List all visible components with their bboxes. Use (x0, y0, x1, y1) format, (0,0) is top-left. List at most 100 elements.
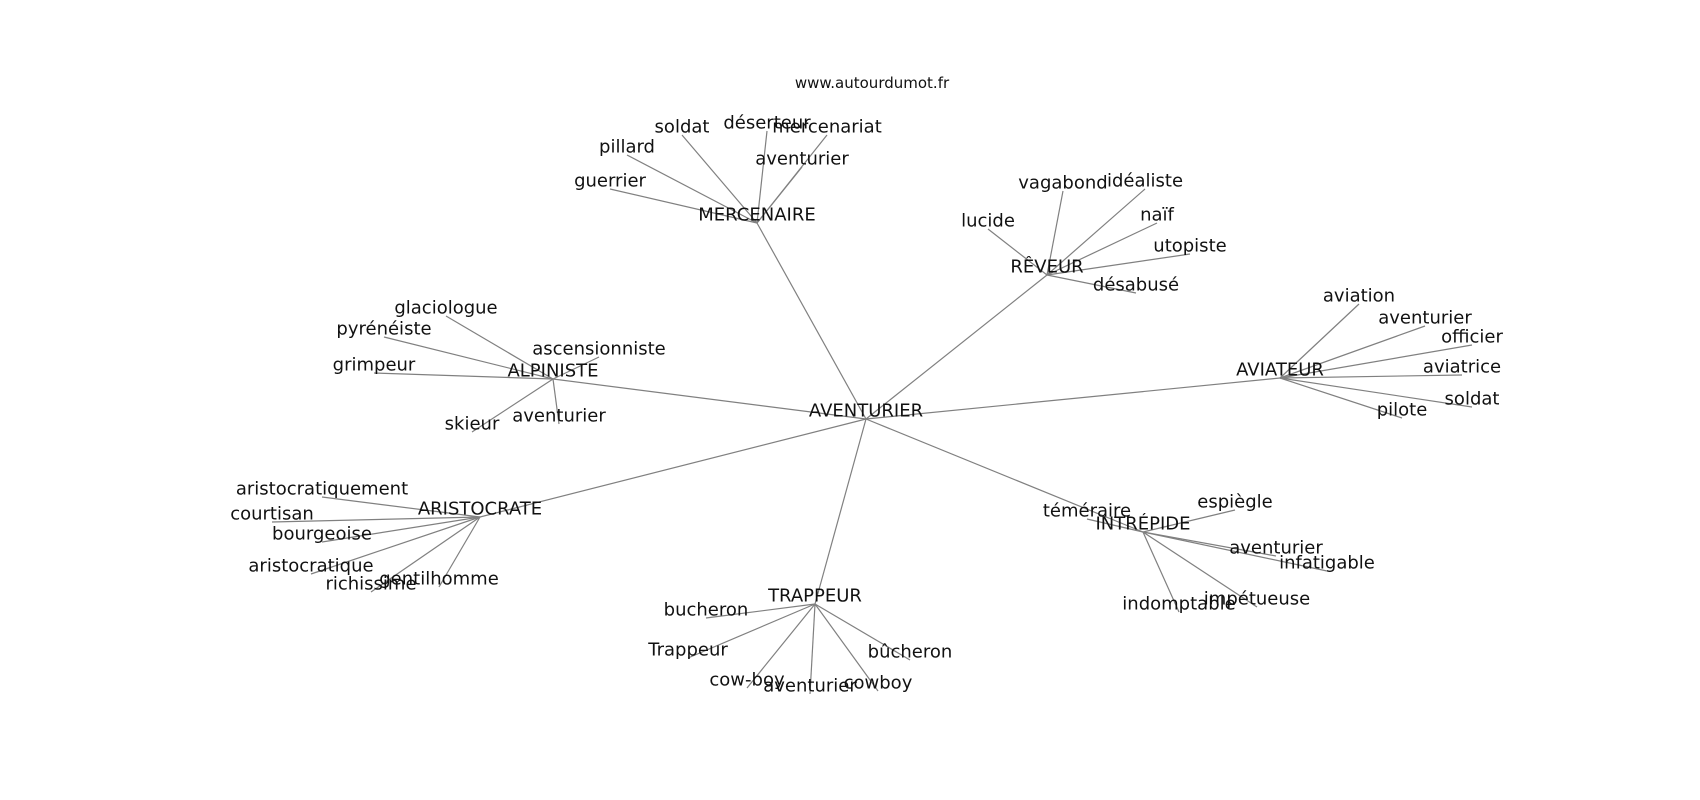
edge-reveur-lucide (987, 228, 1048, 276)
leaf-aristocrate-aristocratiquement: aristocratiquement (236, 479, 408, 500)
leaf-trappeur-bucheron: bucheron (664, 600, 749, 621)
edge-aristocrate-courtisan (271, 516, 481, 523)
leaf-aviateur-aviation: aviation (1323, 286, 1395, 307)
node-trappeur: TRAPPEUR (767, 586, 862, 607)
edge-trappeur-bucheron (705, 603, 816, 619)
graph-labels: www.autourdumot.fr AVENTURIER MERCENAIRE g… (230, 74, 1503, 697)
graph-edges (271, 130, 1473, 695)
edge-alpiniste-glaciologue (445, 315, 554, 380)
leaf-aviateur-pilote: pilote (1377, 400, 1428, 421)
leaf-reveur-vagabond: vagabond (1018, 173, 1107, 194)
node-mercenaire: MERCENAIRE (698, 205, 815, 226)
leaf-alpiniste-pyreneiste: pyrénéiste (336, 319, 431, 340)
node-center: AVENTURIER (809, 401, 923, 422)
edge-trappeur-trappeur (687, 603, 816, 659)
edge-reveur-naif (1046, 222, 1158, 276)
leaf-intrepide-impetueuse: impétueuse (1204, 589, 1310, 610)
edge-trappeur-cowboy-hyphen (746, 603, 816, 689)
edge-mercenaire-guerrier (609, 188, 758, 224)
edge-center-reveur (865, 274, 1048, 420)
edge-aristocrate-bourgeoise (321, 516, 481, 543)
leaf-alpiniste-ascensionniste: ascensionniste (532, 339, 666, 360)
source-url: www.autourdumot.fr (795, 74, 950, 92)
edge-center-trappeur (814, 418, 867, 605)
leaf-mercenaire-deserteur: déserteur (723, 113, 811, 134)
edge-center-mercenaire (756, 222, 867, 420)
edge-center-aviateur (865, 377, 1281, 420)
leaf-trappeur-bucheron-accent: bûcheron (868, 642, 953, 663)
leaf-trappeur-aventurier: aventurier (763, 676, 857, 697)
edge-intrepide-temeraire (1086, 518, 1144, 533)
edge-reveur-vagabond (1046, 190, 1064, 276)
leaf-aristocrate-bourgeoise: bourgeoise (272, 524, 372, 545)
leaf-aviateur-aviatrice: aviatrice (1423, 357, 1501, 378)
node-intrepide: INTRÉPIDE (1095, 513, 1190, 535)
leaf-intrepide-infatigable: infatigable (1279, 553, 1375, 574)
edge-aviateur-aviatrice (1279, 374, 1463, 379)
leaf-aristocrate-aristocratique: aristocratique (248, 556, 373, 577)
leaf-alpiniste-skieur: skieur (445, 414, 500, 435)
edge-alpiniste-ascensionniste (552, 356, 600, 380)
leaf-intrepide-aventurier: aventurier (1229, 538, 1323, 559)
leaf-aviateur-officier: officier (1441, 327, 1503, 348)
edge-aviateur-pilote (1279, 377, 1403, 419)
leaf-mercenaire-soldat: soldat (655, 117, 710, 138)
edge-aviateur-aventurier (1279, 325, 1426, 379)
leaf-aristocrate-gentilhomme: gentilhomme (379, 569, 499, 590)
edge-alpiniste-pyreneiste (383, 336, 554, 380)
leaf-trappeur-cowboy: cowboy (844, 673, 913, 694)
edge-aristocrate-aristocratique (310, 516, 481, 575)
node-aristocrate: ARISTOCRATE (418, 499, 542, 520)
edge-alpiniste-aventurier (552, 378, 560, 425)
node-reveur: RÊVEUR (1010, 256, 1083, 278)
edge-trappeur-cowboy (814, 603, 879, 692)
edge-intrepide-infatigable (1142, 531, 1328, 572)
leaf-intrepide-espiegle: espiègle (1197, 492, 1272, 513)
edge-aviateur-aviation (1279, 303, 1360, 379)
edge-mercenaire-aventurier (756, 166, 803, 224)
edge-aristocrate-aristocratiquement (321, 496, 481, 518)
edge-trappeur-aventurier (809, 603, 816, 695)
leaf-aristocrate-courtisan: courtisan (230, 504, 314, 525)
leaf-intrepide-indomptable: indomptable (1122, 594, 1235, 615)
edge-aristocrate-richissime (370, 516, 481, 593)
edge-aviateur-soldat (1279, 377, 1473, 408)
edge-trappeur-bucheron-accent (814, 603, 911, 661)
edge-mercenaire-soldat (681, 134, 758, 224)
leaf-reveur-desabuse: désabusé (1093, 275, 1179, 296)
edge-intrepide-indomptable (1142, 531, 1180, 613)
node-alpiniste: ALPINISTE (507, 361, 598, 382)
leaf-reveur-naif: naïf (1140, 205, 1174, 226)
leaf-intrepide-temeraire: téméraire (1043, 501, 1131, 522)
edge-aristocrate-gentilhomme (438, 516, 481, 588)
leaf-aviateur-aventurier: aventurier (1378, 308, 1472, 329)
edge-center-intrepide (865, 418, 1144, 533)
edge-center-alpiniste (552, 378, 867, 420)
leaf-mercenaire-pillard: pillard (599, 137, 655, 158)
edge-alpiniste-skieur (471, 378, 554, 433)
leaf-mercenaire-guerrier: guerrier (574, 171, 646, 192)
leaf-alpiniste-aventurier: aventurier (512, 406, 606, 427)
leaf-aviateur-soldat: soldat (1445, 389, 1500, 410)
leaf-aristocrate-richissime: richissime (325, 574, 416, 595)
leaf-trappeur-cowboy-hyphen: cow-boy (709, 670, 785, 691)
leaf-mercenaire-mercenariat: mercenariat (772, 117, 882, 138)
leaf-reveur-utopiste: utopiste (1153, 236, 1226, 257)
edge-reveur-utopiste (1046, 253, 1191, 276)
edge-mercenaire-deserteur (756, 130, 768, 224)
leaf-trappeur-trappeur: Trappeur (647, 640, 728, 661)
edge-mercenaire-pillard (626, 154, 758, 224)
leaf-alpiniste-glaciologue: glaciologue (394, 298, 497, 319)
leaf-reveur-idealiste: idéaliste (1107, 171, 1183, 192)
edge-reveur-desabuse (1046, 274, 1137, 294)
node-aviateur: AVIATEUR (1236, 360, 1324, 381)
edge-intrepide-impetueuse (1142, 531, 1258, 608)
leaf-mercenaire-aventurier: aventurier (755, 149, 849, 170)
edge-reveur-idealiste (1046, 188, 1146, 276)
edge-intrepide-espiegle (1142, 509, 1236, 533)
leaf-alpiniste-grimpeur: grimpeur (333, 355, 416, 376)
edge-alpiniste-grimpeur (373, 372, 554, 380)
edge-intrepide-aventurier (1142, 531, 1277, 557)
edge-aviateur-officier (1279, 344, 1473, 379)
